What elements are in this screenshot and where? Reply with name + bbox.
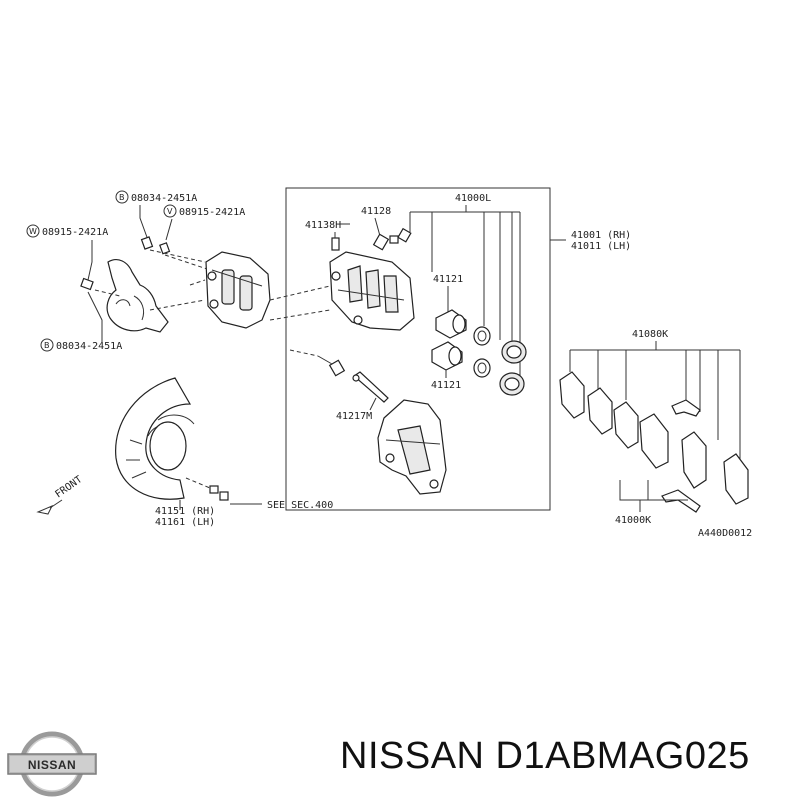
piston-label-top: 41121 (433, 274, 463, 312)
dashed-guide (149, 299, 206, 311)
washer-label-w: W 08915-2421A (26, 224, 108, 281)
svg-text:41121: 41121 (433, 274, 463, 285)
svg-text:41011 (LH): 41011 (LH) (571, 241, 631, 252)
front-arrow-icon: FRONT (36, 474, 84, 515)
dashed-guide (94, 289, 121, 297)
diagram-code: A440D0012 (698, 528, 752, 539)
svg-text:SEE SEC.400: SEE SEC.400 (267, 500, 333, 511)
nissan-logo: NISSAN (7, 731, 97, 797)
splash-shield-part (115, 377, 195, 500)
svg-text:FRONT: FRONT (53, 474, 84, 500)
svg-text:41138H: 41138H (305, 220, 341, 231)
part-title: NISSAN D1ABMAG025 (340, 735, 750, 777)
svg-text:08915-2421A: 08915-2421A (179, 207, 245, 218)
svg-text:41161 (LH): 41161 (LH) (155, 517, 215, 528)
torque-member-part (377, 399, 447, 495)
bleeder-label: 41138H (305, 220, 350, 251)
pad-kit-label: 41080K (569, 329, 741, 460)
svg-text:41121: 41121 (431, 380, 461, 391)
bolt-label-bottom: B 08034-2451A (40, 291, 122, 352)
svg-text:41001 (RH): 41001 (RH) (571, 230, 631, 241)
dashed-guide (269, 285, 331, 301)
svg-text:41000K: 41000K (615, 515, 651, 526)
svg-text:41151 (RH): 41151 (RH) (155, 506, 215, 517)
svg-text:B: B (119, 193, 125, 202)
svg-text:B: B (44, 341, 50, 350)
pad-shim-part (661, 399, 701, 513)
dashed-guide (269, 309, 331, 321)
caliper-group-bracket (285, 187, 551, 511)
brake-pad-part (559, 371, 749, 505)
caliper-body-part (329, 251, 415, 331)
caliper-rh-lh-label: 41001 (RH) 41011 (LH) (550, 230, 631, 252)
svg-text:08034-2451A: 08034-2451A (56, 341, 122, 352)
pin-label: 41217M (336, 397, 377, 422)
steering-knuckle (106, 259, 169, 333)
svg-text:41128: 41128 (361, 206, 391, 217)
cap-label: 41128 (361, 206, 412, 251)
see-sec-label: SEE SEC.400 (230, 500, 333, 511)
plate-label: 41151 (RH) 41161 (LH) (155, 500, 215, 528)
svg-text:41217M: 41217M (336, 411, 372, 422)
svg-text:NISSAN: NISSAN (28, 758, 76, 772)
shield-bolts-part (185, 477, 229, 501)
dashed-guide (149, 249, 206, 263)
seal-part (473, 326, 527, 396)
caliper-bracket-part (205, 251, 271, 329)
piston-part (431, 309, 467, 371)
svg-text:W: W (29, 227, 37, 236)
bolt-part (80, 236, 171, 291)
washer-label-v: V 08915-2421A (163, 204, 245, 241)
dashed-guide (164, 254, 211, 271)
svg-text:08915-2421A: 08915-2421A (42, 227, 108, 238)
pad-kit-bottom-label: 41000K (615, 480, 688, 526)
svg-text:41080K: 41080K (632, 329, 668, 340)
guide-pin-part (289, 349, 389, 403)
dashed-guide (189, 279, 206, 286)
svg-text:V: V (167, 207, 173, 216)
bolt-label-top: B 08034-2451A (115, 190, 197, 241)
svg-text:41000L: 41000L (455, 193, 491, 204)
piston-label-bottom: 41121 (431, 370, 461, 391)
svg-text:08034-2451A: 08034-2451A (131, 193, 197, 204)
